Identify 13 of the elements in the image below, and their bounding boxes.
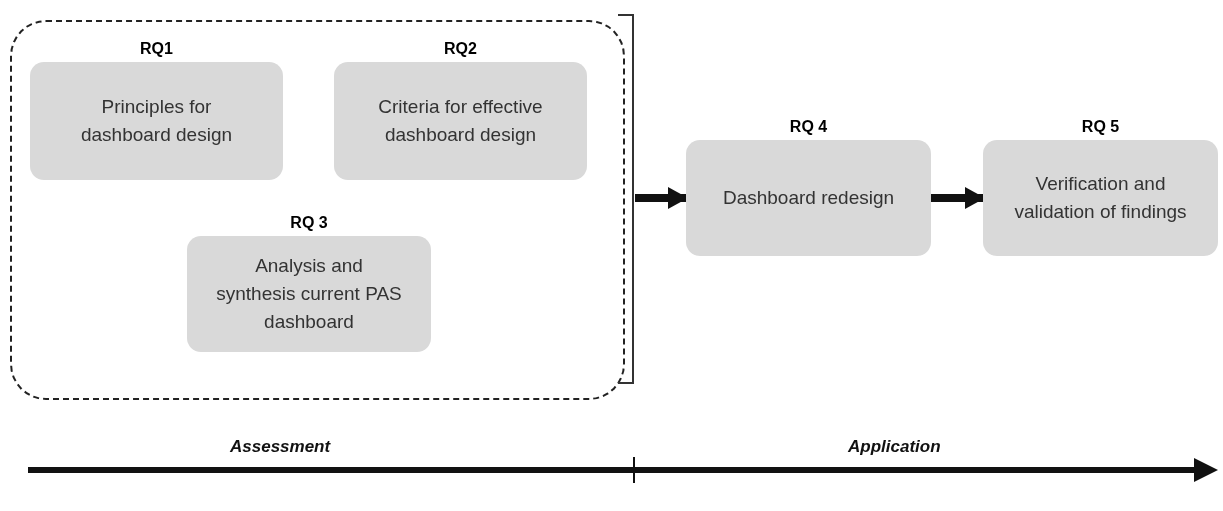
arrow [931,187,985,209]
rq-heading: RQ2 [444,39,477,59]
box-text: Criteria for effective dashboard design [377,95,544,147]
rq-heading: RQ 4 [789,117,828,137]
box-text: Principles for dashboard design [79,95,234,147]
box-text: Analysis and synthesis current PAS dashboard [215,254,403,334]
box-text: Verification and validation of findings [1013,172,1188,224]
rq-heading: RQ 5 [1081,117,1120,137]
phase-label: Application [848,436,941,458]
box-text: Dashboard redesign [722,186,895,210]
rq-heading: RQ 3 [290,213,328,233]
phase-label: Assessment [230,436,331,458]
rq-heading: RQ1 [140,39,173,59]
